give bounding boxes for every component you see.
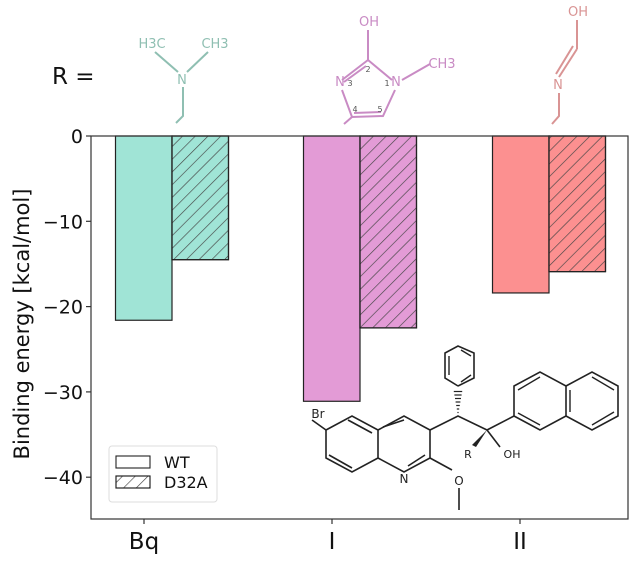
- bond: [551, 93, 560, 125]
- label-oh: OH: [568, 5, 588, 20]
- bond: [429, 415, 488, 431]
- x-tick-label-ii: II: [513, 529, 527, 555]
- ring-number-5: 5: [377, 105, 382, 114]
- phenyl-ring: [444, 345, 475, 387]
- x-tick-label-bq: Bq: [129, 529, 159, 555]
- bond: [367, 59, 393, 81]
- y-tick-label: 0: [71, 126, 83, 148]
- bond: [341, 89, 396, 119]
- bond: [486, 415, 515, 431]
- bond: [517, 376, 541, 391]
- bond: [460, 349, 472, 357]
- quinoline-ring: [325, 415, 379, 473]
- bond: [353, 111, 382, 114]
- wedge-bond: [472, 430, 487, 447]
- bond: [328, 454, 353, 469]
- axes-frame: [90, 135, 629, 520]
- x-tick-label-i: I: [329, 529, 336, 555]
- naphthalene-ring-b: [565, 371, 619, 431]
- bond: [591, 376, 615, 391]
- bond: [558, 48, 578, 78]
- bond: [555, 45, 574, 75]
- label-br: Br: [311, 407, 324, 421]
- label-n3: N: [335, 75, 345, 90]
- bond: [311, 419, 327, 431]
- bond: [343, 116, 353, 125]
- label-o: O: [454, 474, 463, 488]
- ring-number-1: 1: [384, 79, 389, 88]
- bond: [343, 65, 367, 83]
- ring-number-3: 3: [347, 79, 352, 88]
- y-tick-label: −40: [43, 467, 83, 489]
- bar-hatch: [359, 135, 418, 329]
- bar-i-wt: [302, 135, 361, 402]
- label-n: N: [400, 472, 409, 486]
- legend-swatch-hatch: [115, 475, 151, 489]
- bar-bq-wt: [114, 135, 173, 321]
- label-ch3: CH3: [201, 37, 228, 52]
- bond: [486, 429, 501, 448]
- bond: [154, 51, 179, 73]
- label-n1: N: [391, 75, 401, 90]
- naphthalene-ring-a: [513, 371, 567, 431]
- bond: [407, 454, 426, 467]
- label-ch3: CH3: [428, 57, 455, 72]
- bond: [341, 59, 369, 81]
- legend-label-d32a: D32A: [164, 473, 208, 492]
- label-h3c: H3C: [138, 37, 165, 52]
- label-oh: OH: [359, 15, 379, 30]
- bond: [517, 412, 541, 426]
- pyridine-ring: [377, 415, 431, 473]
- r-equals-label: R =: [52, 64, 95, 90]
- bond: [591, 411, 615, 426]
- bond: [460, 374, 472, 383]
- label-n: N: [553, 78, 563, 93]
- ring-number-2: 2: [365, 65, 370, 74]
- bar-hatch: [171, 135, 230, 261]
- bar-hatch: [548, 135, 607, 273]
- y-tick-label: −30: [43, 382, 83, 404]
- y-tick-label: −20: [43, 297, 83, 319]
- bar-ii-wt: [491, 135, 550, 294]
- bond: [382, 419, 405, 428]
- y-tick-label: −10: [43, 211, 83, 233]
- legend-swatch-wt: [115, 455, 151, 469]
- ring-number-4: 4: [352, 105, 357, 114]
- bond: [186, 51, 209, 73]
- bond: [401, 63, 431, 81]
- label-r: R: [464, 448, 472, 461]
- legend-label-wt: WT: [164, 453, 190, 472]
- bond: [175, 87, 184, 124]
- bars-group: [114, 135, 607, 402]
- bond: [347, 419, 373, 434]
- label-oh: OH: [504, 448, 521, 461]
- bond: [429, 457, 453, 471]
- label-n: N: [177, 73, 187, 88]
